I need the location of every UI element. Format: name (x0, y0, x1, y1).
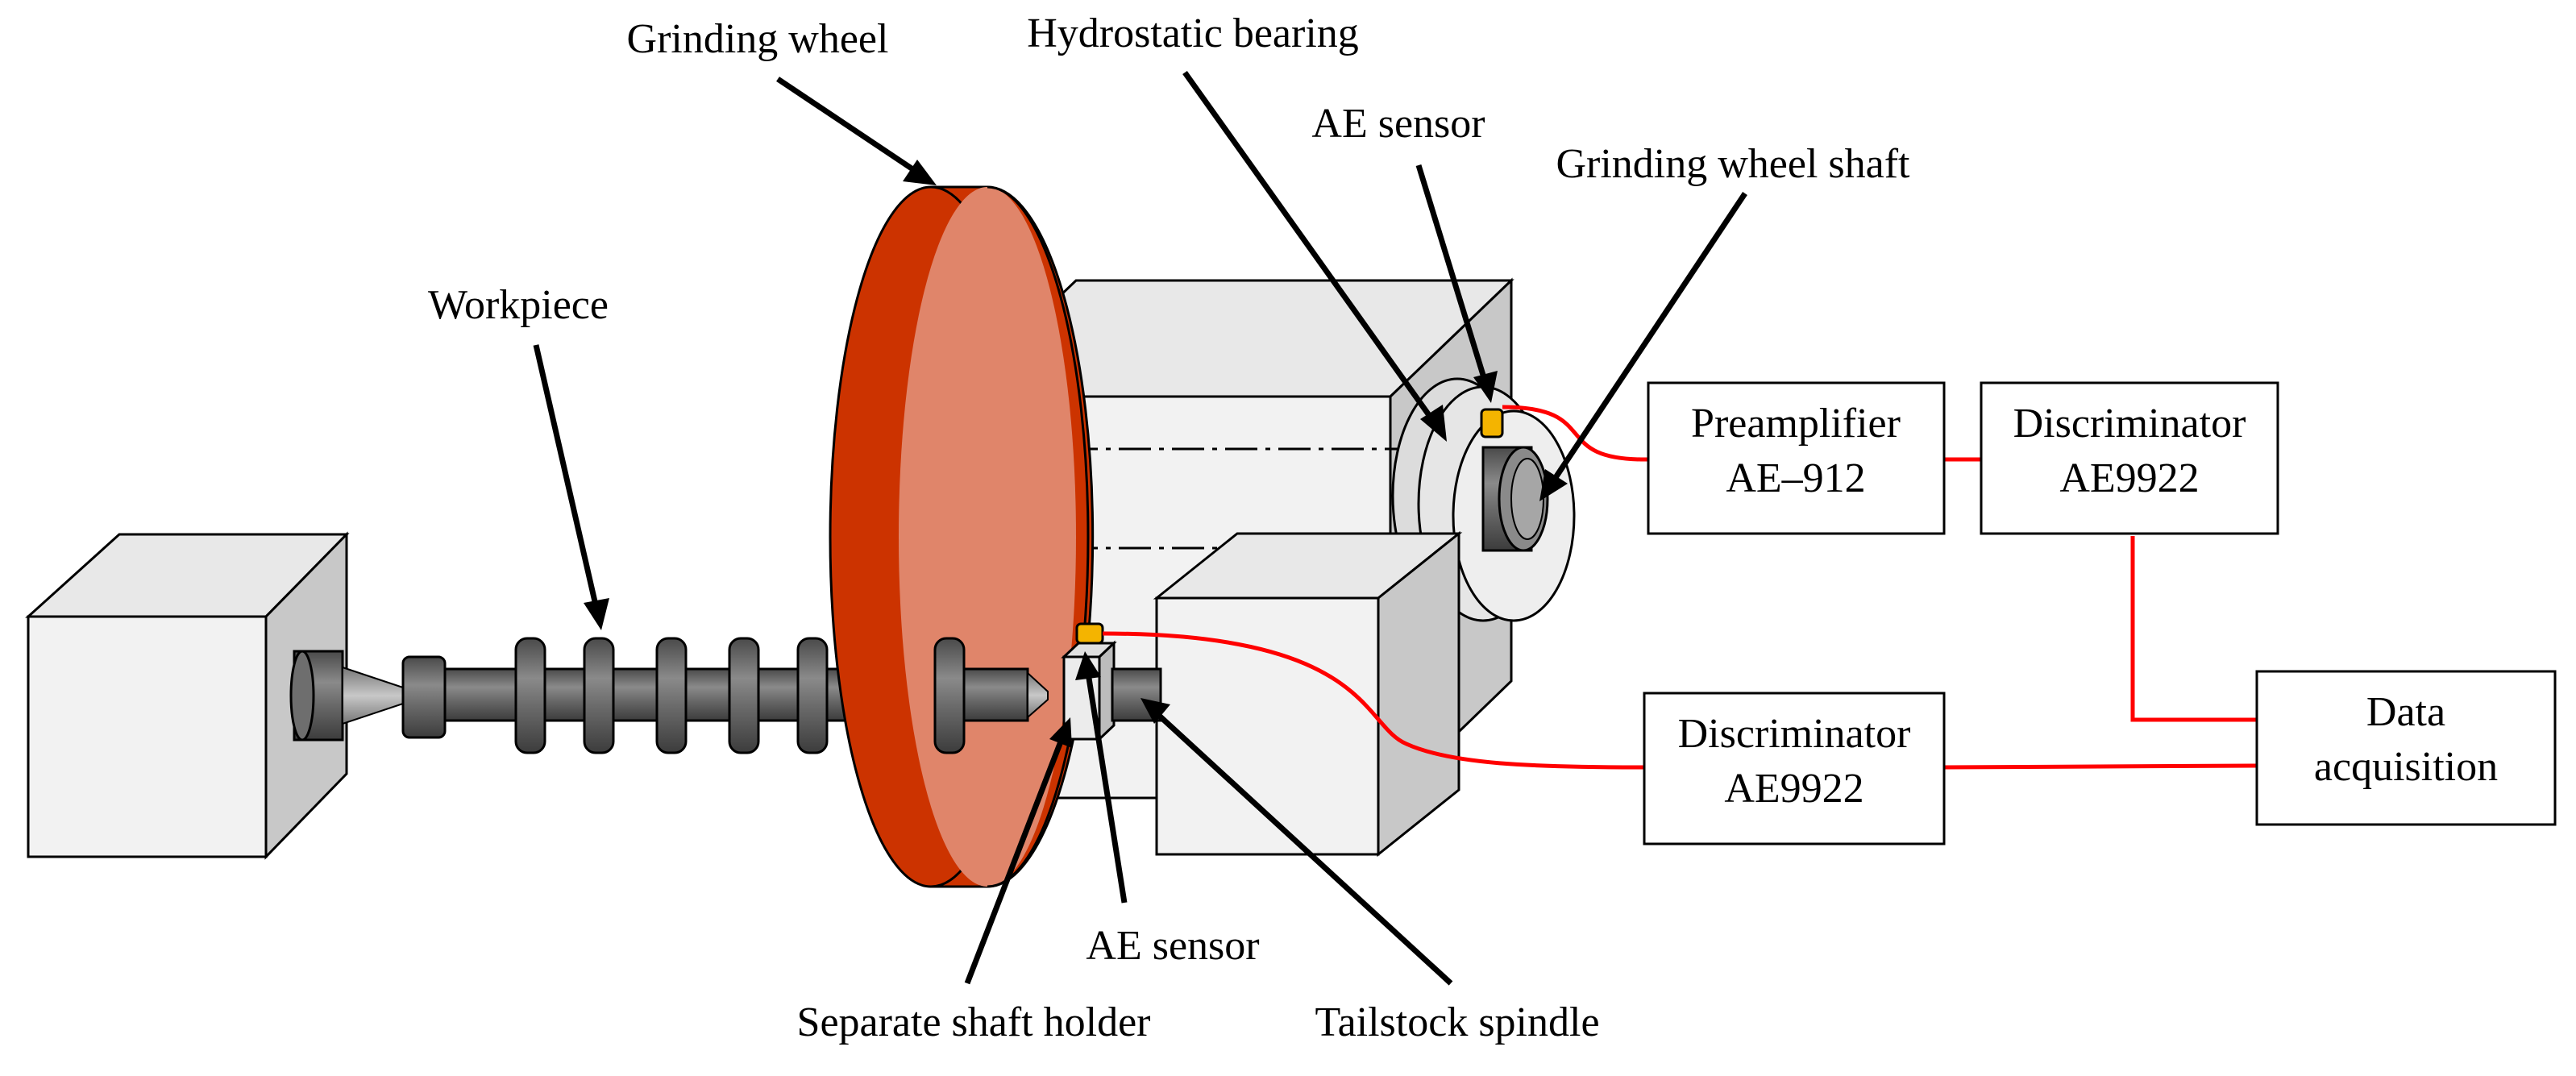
discriminator-top-line2: AE9922 (2059, 455, 2199, 501)
label-grinding-wheel-shaft: Grinding wheel shaft (1556, 141, 1910, 187)
label-hydrostatic-bearing: Hydrostatic bearing (1027, 10, 1359, 56)
preamplifier-box: Preamplifier AE–912 (1647, 381, 1946, 535)
headstock-block (25, 531, 350, 860)
wire-discriminator2-to-daq (1943, 763, 2258, 770)
signal-wiring (1102, 405, 2258, 770)
workpiece-front-segment (933, 637, 1049, 754)
wire-discriminator-to-daq (2130, 536, 2257, 722)
arrow-ae-sensor-bottom (1075, 651, 1128, 904)
grinding-wheel-shaft (1481, 446, 1549, 552)
ae-sensor-top (1480, 408, 1504, 438)
arrow-grinding-wheel-shaft (1539, 192, 1747, 501)
arrow-workpiece (533, 344, 609, 630)
discriminator-bottom-box: Discriminator AE9922 (1643, 692, 1946, 845)
arrow-grinding-wheel (776, 77, 937, 185)
label-ae-sensor-bottom: AE sensor (1086, 923, 1259, 969)
arrow-separate-shaft-holder (964, 717, 1072, 985)
preamplifier-line2: AE–912 (1726, 455, 1865, 501)
arrow-ae-sensor-top (1415, 164, 1498, 403)
discriminator-bottom-line2: AE9922 (1724, 766, 1863, 812)
label-tailstock-spindle: Tailstock spindle (1315, 999, 1599, 1045)
label-ae-sensor-top: AE sensor (1311, 101, 1485, 147)
leader-arrows (533, 70, 1747, 986)
callout-labels: Grinding wheel Hydrostatic bearing AE se… (428, 10, 1910, 1045)
data-acquisition-box: Data acquisition (2255, 670, 2557, 826)
label-grinding-wheel: Grinding wheel (627, 16, 889, 62)
wire-top-sensor-to-preamp (1502, 405, 1649, 462)
label-separate-shaft-holder: Separate shaft holder (797, 999, 1151, 1045)
arrow-hydrostatic-bearing (1182, 70, 1447, 442)
wire-bottom-sensor-to-discriminator (1102, 631, 1645, 770)
discriminator-top-line1: Discriminator (2013, 401, 2246, 447)
data-acquisition-line1: Data (2366, 689, 2445, 735)
grinding-wheel (829, 185, 1095, 888)
preamplifier-line1: Preamplifier (1691, 401, 1901, 447)
data-acquisition-line2: acquisition (2314, 744, 2498, 790)
tailstock-block (1153, 530, 1463, 858)
arrow-tailstock-spindle (1141, 698, 1453, 986)
discriminator-bottom-line1: Discriminator (1678, 711, 1911, 757)
label-workpiece: Workpiece (428, 282, 609, 328)
ae-sensor-bottom (1075, 622, 1104, 645)
discriminator-top-box: Discriminator AE9922 (1980, 381, 2279, 535)
